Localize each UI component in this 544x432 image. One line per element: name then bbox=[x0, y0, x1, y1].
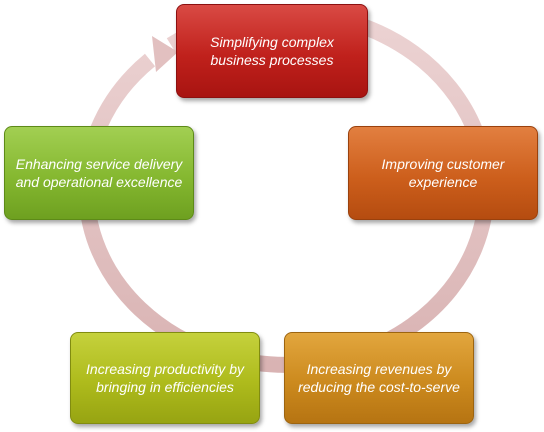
step-productivity-box: Increasing productivity by bringing in e… bbox=[70, 332, 260, 424]
step-customer-experience-box: Improving customer experience bbox=[348, 126, 538, 220]
step-revenues-box: Increasing revenues by reducing the cost… bbox=[284, 332, 474, 424]
step-revenues-label: Increasing revenues by reducing the cost… bbox=[298, 361, 460, 395]
step-simplifying-box: Simplifying complex business processes bbox=[176, 4, 368, 98]
step-customer-experience-label: Improving customer experience bbox=[381, 156, 505, 190]
step-productivity-label: Increasing productivity by bringing in e… bbox=[86, 361, 244, 395]
step-simplifying-label: Simplifying complex business processes bbox=[210, 34, 334, 68]
step-service-delivery-label: Enhancing service delivery and operation… bbox=[15, 156, 183, 190]
cycle-arrow-head bbox=[152, 36, 178, 72]
step-service-delivery-box: Enhancing service delivery and operation… bbox=[4, 126, 194, 220]
